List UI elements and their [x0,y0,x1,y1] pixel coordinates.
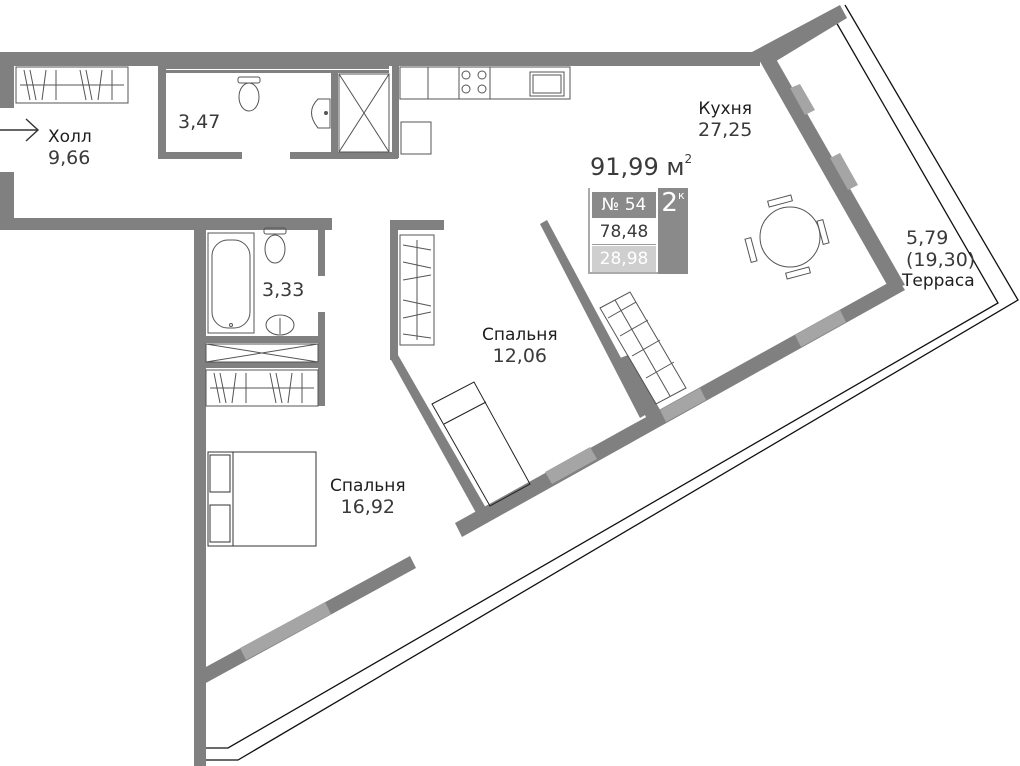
dining-table-icon [744,194,830,280]
room-label-wc: 3,47 [178,111,221,134]
kitchen-living-area: 28,98 [592,246,656,272]
wardrobe-icon [15,66,129,104]
room-name: Спальня [482,325,558,345]
total-area-unit: м [666,153,685,181]
room-label-bathroom: 3,33 [262,279,305,302]
room-area: 16,92 [340,495,396,518]
sink-icon [311,98,331,129]
room-label-hall: Холл 9,66 [48,127,92,169]
storage-cabinet [205,343,319,363]
room-label-kitchen: Кухня 27,25 [698,99,753,141]
rooms-count-suffix: к [677,189,685,202]
kitchen-counter [399,66,571,100]
room-label-terrace: 5,79 (19,30) Терраса [902,227,976,291]
apartment-number: № 54 [592,192,656,218]
room-name: Терраса [902,270,975,291]
living-area: 78,48 [592,220,656,245]
entrance-arrow-icon [0,118,40,142]
room-area: 12,06 [492,344,548,367]
room-label-bedroom-small: Спальня 12,06 [482,325,558,367]
bathtub-icon [207,232,255,334]
rooms-count-value: 2 [661,188,678,218]
toilet-icon [237,76,261,112]
room-name: Кухня [698,99,752,119]
room-area: 9,66 [48,146,91,169]
windows [240,84,858,660]
room-name: Спальня [330,476,406,496]
sink-icon [265,314,295,336]
double-bed-icon [207,451,317,547]
furniture [0,66,830,547]
total-area-value: 91,99 [590,153,659,181]
total-area: 91,99 м2 [590,152,692,181]
rooms-count: 2к [658,188,688,274]
room-area: 27,25 [698,118,753,141]
toilet-icon [263,227,287,264]
room-area: 3,47 [178,111,221,133]
badge-frame [588,188,590,274]
room-name: Холл [48,127,92,147]
kitchen-sink-icon [529,71,565,97]
wardrobe-icon [205,369,319,407]
badge-frame [588,272,658,274]
terrace-area: 5,79 [906,227,949,249]
shower-icon [338,73,390,153]
bed-icon [431,381,531,507]
terrace-full-area: (19,30) [906,248,976,271]
fridge-icon [400,121,432,155]
wardrobe-icon [399,234,435,346]
stove-icon [461,70,487,94]
apartment-badge: № 54 78,48 28,98 2к [588,188,688,274]
walls [0,5,905,766]
room-label-bedroom-large: Спальня 16,92 [330,476,406,518]
wardrobe-icon [599,291,687,405]
total-area-unit-sup: 2 [684,152,693,166]
terrace-outline [205,4,1019,761]
room-area: 3,33 [262,279,305,301]
